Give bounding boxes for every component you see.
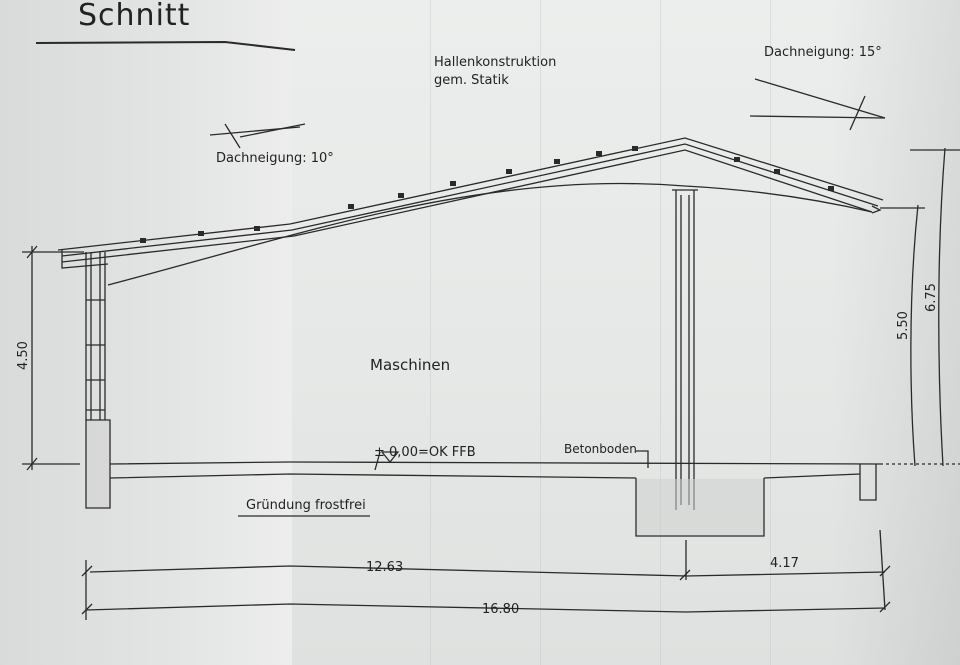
paper-right-sheet (292, 0, 960, 665)
dim-span-left: 12.63 (366, 560, 404, 575)
floor-type-leader (636, 450, 649, 468)
construction-note-line2: gem. Statik (434, 73, 509, 88)
floor-level-marker (374, 451, 381, 471)
column-foundation (635, 478, 765, 537)
grid-line (770, 0, 771, 665)
central-column (675, 190, 695, 510)
roof-sheathing (57, 137, 884, 251)
roof-slope-symbol-right (754, 78, 886, 119)
grid-line (540, 0, 541, 665)
floor-slab (109, 461, 881, 465)
dim-chain-total (85, 603, 886, 613)
title-underline (35, 40, 296, 51)
roof-slope-right-label: Dachneigung: 15° (764, 45, 882, 60)
floor-level-label: ± 0,00=OK FFB (374, 445, 476, 460)
right-foundation (859, 464, 877, 501)
dim-height-right-inner: 5.50 (896, 311, 911, 340)
foundation-label: Gründung frostfrei (246, 498, 366, 513)
dim-height-outer-line (938, 147, 946, 467)
foundation-fill (637, 479, 763, 535)
left-wall-column (85, 252, 106, 420)
dim-span-right: 4.17 (770, 556, 799, 571)
room-label: Maschinen (370, 356, 451, 374)
page-title: Schnitt (78, 0, 191, 33)
roof-slope-left-label: Dachneigung: 10° (216, 151, 334, 166)
dim-chain-partial (89, 565, 886, 577)
grid-line (660, 0, 661, 665)
dim-total-length: 16.80 (482, 602, 520, 617)
dim-height-left: 4.50 (16, 341, 31, 370)
floor-type-label: Betonboden (564, 442, 637, 456)
construction-note-line1: Hallenkonstruktion (434, 55, 557, 70)
grid-line (430, 0, 431, 665)
dim-height-inner-line (910, 204, 919, 467)
paper-left-sheet (0, 0, 292, 665)
dim-height-right-outer: 6.75 (924, 283, 939, 312)
roof-purlins (140, 146, 834, 243)
roof-lower-chord (107, 182, 873, 286)
